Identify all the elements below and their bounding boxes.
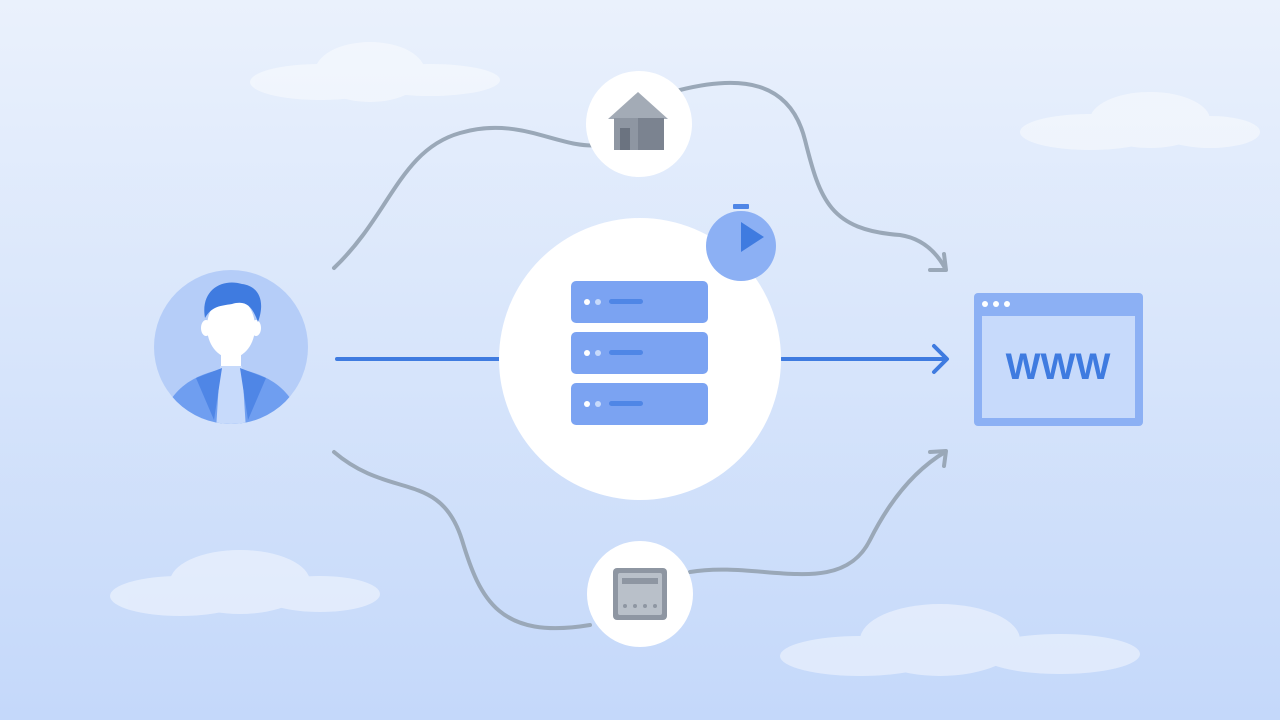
upper-path xyxy=(332,125,602,270)
cloud-bottom-right xyxy=(780,604,1140,676)
house-icon xyxy=(608,92,668,150)
lower-arrowhead-icon xyxy=(928,449,948,468)
website-node: WWW xyxy=(974,293,1143,426)
terminal-device-icon xyxy=(613,568,667,620)
browser-window-icon xyxy=(974,293,1143,426)
cloud-top-right xyxy=(1020,92,1260,150)
upper-path-right xyxy=(678,80,947,270)
server-node xyxy=(499,218,781,500)
clouds xyxy=(110,42,1260,676)
cloud-top-left xyxy=(250,42,500,102)
device-node xyxy=(587,541,693,647)
direct-arrowhead-icon xyxy=(932,344,949,374)
lower-path-right xyxy=(688,450,947,577)
server-stack-icon xyxy=(571,281,708,425)
upper-arrowhead-icon xyxy=(928,252,948,272)
cloud-bottom-left xyxy=(110,550,380,616)
stopwatch-icon xyxy=(706,204,776,281)
user-avatar-icon xyxy=(154,270,308,424)
lower-path xyxy=(332,450,592,631)
home-node xyxy=(586,71,692,177)
website-label: WWW xyxy=(1006,346,1111,387)
